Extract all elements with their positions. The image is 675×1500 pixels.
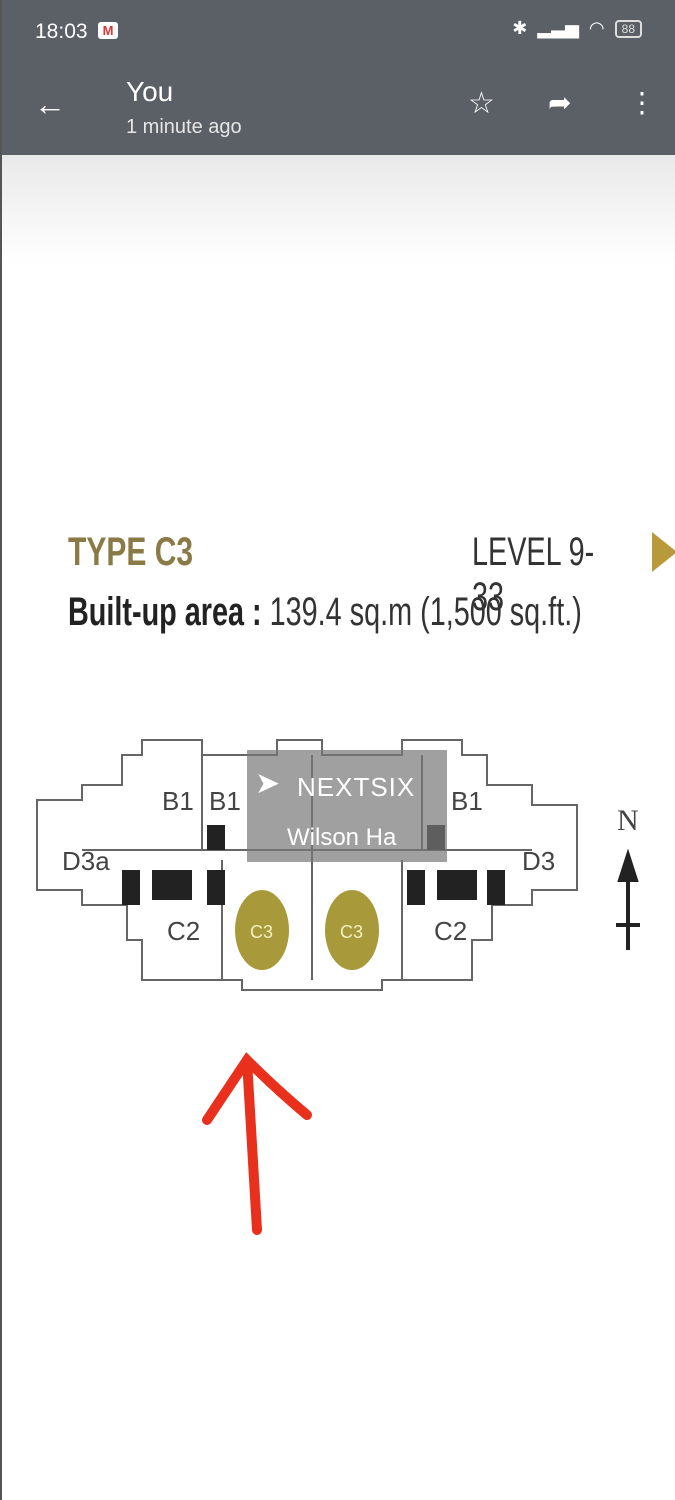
watermark: ➤ NEXTSIX Wilson Ha bbox=[247, 750, 447, 862]
battery-icon: 88 bbox=[614, 19, 642, 38]
north-arrow-icon bbox=[616, 848, 640, 950]
compass-label: N bbox=[617, 804, 639, 837]
forward-button[interactable]: ➦ bbox=[548, 87, 572, 118]
unit-label-c2: C2 bbox=[167, 916, 200, 946]
gmail-icon: M bbox=[98, 22, 118, 39]
unit-label-c3: C3 bbox=[250, 922, 273, 942]
level-range: LEVEL 9-33 bbox=[472, 530, 595, 619]
area-label: Built-up area : bbox=[68, 590, 262, 634]
nextsix-logo-icon: ➤ bbox=[255, 767, 281, 800]
unit-label-c2: C2 bbox=[434, 916, 467, 946]
app-bar: 18:03 M ✱ ▂▃▅ ◠ 88 ← You 1 minute ago ☆ … bbox=[2, 0, 675, 155]
timestamp: 1 minute ago bbox=[126, 116, 242, 138]
sender-name: You bbox=[126, 76, 174, 107]
image-top-fade bbox=[2, 155, 675, 265]
unit-type: TYPE C3 bbox=[68, 530, 194, 574]
signal-icon: ▂▃▅ bbox=[537, 18, 579, 38]
bluetooth-icon: ✱ bbox=[512, 18, 528, 38]
highlight-c3-right bbox=[325, 890, 379, 970]
more-options-button[interactable]: ⋮ bbox=[628, 87, 656, 118]
triangle-marker-icon bbox=[652, 532, 675, 572]
unit-label-b1: B1 bbox=[209, 786, 241, 816]
back-button[interactable]: ← bbox=[34, 86, 66, 122]
built-up-area: Built-up area : 139.4 sq.m (1,500 sq.ft.… bbox=[68, 590, 582, 635]
area-value: 139.4 sq.m (1,500 sq.ft.) bbox=[269, 590, 582, 634]
watermark-name: Wilson Ha bbox=[287, 824, 397, 851]
unit-label-d3a: D3a bbox=[62, 846, 110, 876]
unit-label-b1: B1 bbox=[451, 786, 483, 816]
wifi-icon: ◠ bbox=[588, 18, 605, 38]
highlight-c3-left bbox=[235, 890, 289, 970]
navigation-bar bbox=[2, 1440, 675, 1480]
watermark-brand: NEXTSIX bbox=[297, 772, 416, 802]
unit-label-d3: D3 bbox=[522, 846, 555, 876]
floor-plan: B1 B1 B1 D3a D3 C2 C3 C3 C2 N bbox=[36, 739, 640, 991]
unit-label-b1: B1 bbox=[162, 786, 194, 816]
unit-label-c3: C3 bbox=[340, 922, 363, 942]
status-icons: ✱ ▂▃▅ ◠ 88 bbox=[512, 18, 642, 39]
red-arrow-annotation bbox=[202, 1052, 312, 1235]
star-button[interactable]: ☆ bbox=[468, 87, 495, 120]
clock: 18:03 bbox=[35, 20, 88, 43]
